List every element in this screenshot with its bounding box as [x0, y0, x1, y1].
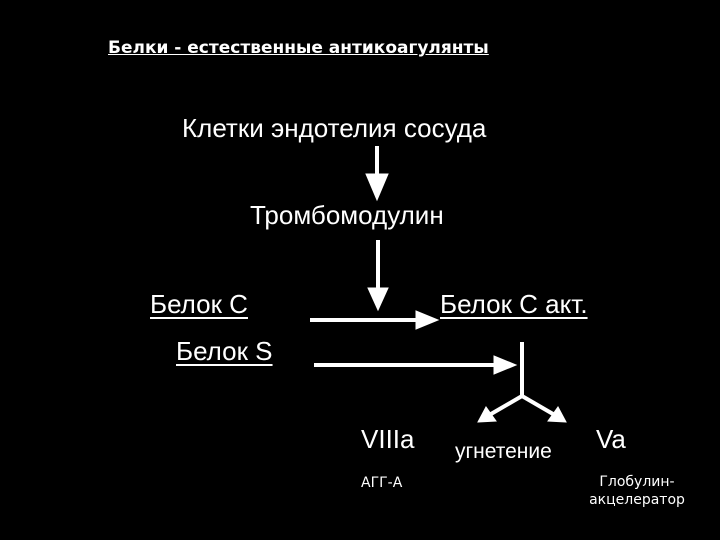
arrow-va-head — [547, 406, 567, 423]
factor-viiia-label: VIIIa — [361, 424, 415, 454]
slide-title: Белки - естественные антикоагулянты — [108, 38, 489, 58]
endothelium-label: Клетки эндотелия сосуда — [182, 113, 487, 143]
globulin-accelerator-label: Глобулин-акцелератор — [589, 474, 685, 509]
protein-c-label: Белок С — [150, 289, 248, 319]
arrow-viiia-head — [477, 406, 497, 423]
arrow-thrombomodulin-head — [367, 287, 389, 312]
arrow-protein-c-head — [415, 310, 440, 330]
agg-a-label: АГГ-А — [361, 475, 403, 491]
protein-c-active-label: Белок С акт. — [440, 289, 588, 319]
thrombomodulin-label: Тромбомодулин — [250, 200, 444, 230]
protein-s-label: Белок S — [176, 336, 273, 366]
arrow-protein-s-head — [493, 355, 518, 375]
inhibition-label: угнетение — [455, 440, 552, 463]
factor-va-label: Va — [596, 424, 626, 454]
arrow-endothelium-head — [365, 173, 389, 202]
arrow-to-va — [520, 394, 555, 416]
arrow-to-viiia — [489, 394, 524, 416]
